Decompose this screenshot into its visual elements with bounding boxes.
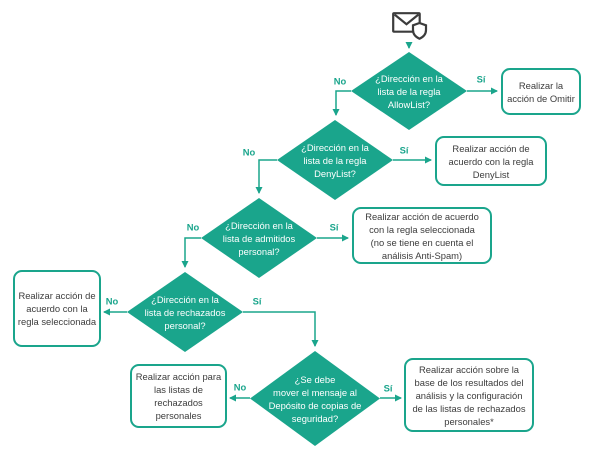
email-shield-icon — [392, 12, 428, 40]
edge-label-backup-no: No — [233, 381, 247, 393]
action-listas-rechazados: Realizar acción para las listas de recha… — [130, 364, 227, 428]
connector-denylist-no — [255, 159, 277, 194]
edge-label-allowlist-yes: Sí — [476, 73, 486, 85]
edge-label-backup-yes: Sí — [383, 382, 393, 394]
connector-admitidos-no — [181, 237, 201, 268]
action-regla-seleccionada-antispam: Realizar acción de acuerdo con la regla … — [352, 207, 492, 264]
connector-allowlist-no — [332, 90, 351, 116]
decision-denylist-text: ¿Dirección en la lista de la regla DenyL… — [301, 141, 369, 179]
action-omitir: Realizar la acción de Omitir — [501, 68, 581, 115]
decision-rechazados-text: ¿Dirección en la lista de rechazados per… — [144, 293, 226, 331]
edge-label-rechazados-no: No — [105, 295, 119, 307]
action-regla-seleccionada: Realizar acción de acuerdo con la regla … — [13, 270, 101, 347]
edge-label-rechazados-yes: Sí — [252, 295, 262, 307]
action-denylist: Realizar acción de acuerdo con la regla … — [435, 136, 547, 186]
decision-backup: ¿Se debe mover el mensaje al Depósito de… — [250, 351, 380, 446]
action-resultados-analisis: Realizar acción sobre la base de los res… — [404, 358, 534, 432]
decision-backup-text: ¿Se debe mover el mensaje al Depósito de… — [268, 373, 362, 424]
edge-label-denylist-yes: Sí — [399, 144, 409, 156]
decision-denylist: ¿Dirección en la lista de la regla DenyL… — [277, 120, 393, 200]
decision-admitidos: ¿Dirección en la lista de admitidos pers… — [201, 198, 317, 278]
decision-allowlist-text: ¿Dirección en la lista de la regla Allow… — [375, 72, 443, 110]
decision-allowlist: ¿Dirección en la lista de la regla Allow… — [351, 52, 467, 130]
decision-admitidos-text: ¿Dirección en la lista de admitidos pers… — [222, 219, 296, 257]
connector-rechazados-yes — [243, 311, 319, 347]
edge-label-denylist-no: No — [242, 146, 256, 158]
edge-label-admitidos-no: No — [186, 221, 200, 233]
decision-rechazados: ¿Dirección en la lista de rechazados per… — [127, 272, 243, 352]
edge-label-allowlist-no: No — [333, 75, 347, 87]
edge-label-admitidos-yes: Sí — [329, 221, 339, 233]
